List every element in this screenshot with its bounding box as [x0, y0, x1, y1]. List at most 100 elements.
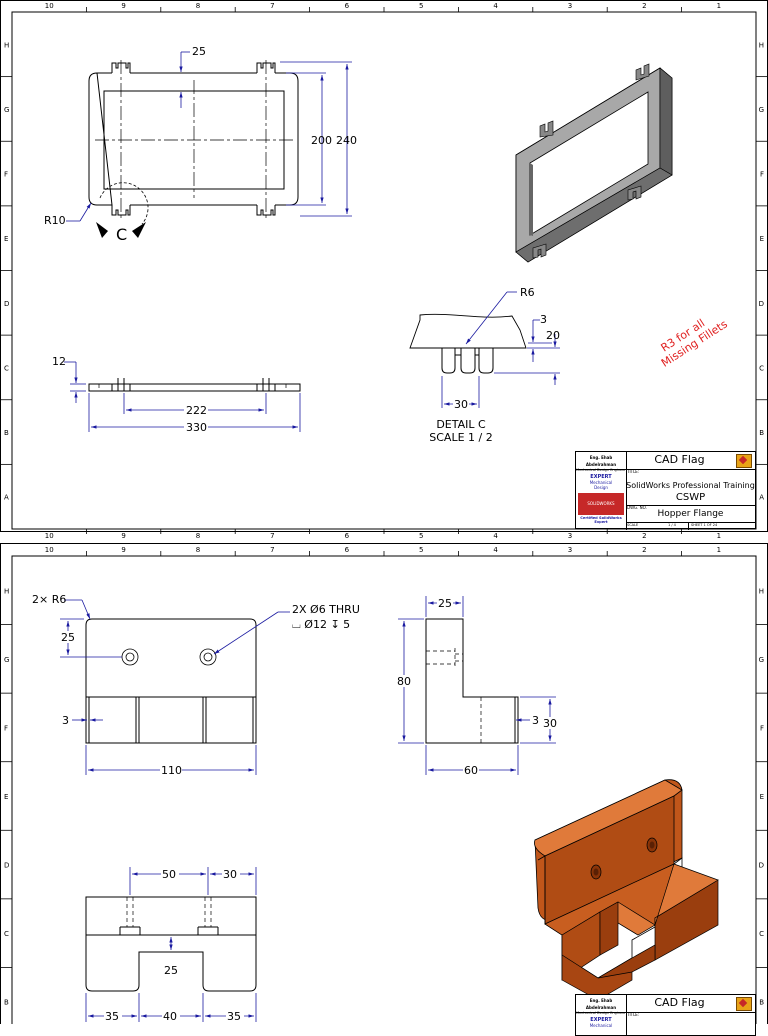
block-front-view: [85, 618, 257, 744]
zone-col-3: 3: [568, 532, 572, 540]
zone-col-7: 7: [270, 2, 274, 10]
zone-row-D: D: [4, 862, 9, 870]
dim-80: 80: [397, 675, 411, 688]
title-block-1: Eng. Ehab Abdelrahman Mechanical Design …: [575, 451, 756, 530]
detail-label: DETAIL C: [436, 418, 486, 431]
hole-callout-1: 2X Ø6 THRU: [292, 603, 360, 616]
cad-flag-icon-2: [736, 997, 752, 1011]
dim-25: 25: [192, 45, 206, 58]
dim-25-bottom: 25: [164, 964, 178, 977]
expert-label-2: EXPERT: [590, 1017, 612, 1023]
dim-50: 50: [162, 868, 176, 881]
dim-r10: R10: [44, 214, 66, 227]
zone-col-9: 9: [121, 532, 125, 540]
zone-row-B: B: [4, 429, 9, 437]
flange-isometric: [515, 63, 673, 263]
zone-row-B: B: [759, 999, 764, 1007]
zone-col-5: 5: [419, 532, 423, 540]
zone-row-H: H: [4, 587, 9, 595]
zone-col-2: 2: [642, 546, 646, 554]
author-name: Eng. Ehab Abdelrahman: [585, 455, 617, 467]
dim-3-front: 3: [62, 714, 69, 727]
zone-col-5: 5: [419, 2, 423, 10]
dim-30-bottom: 30: [223, 868, 237, 881]
expert-label: EXPERT: [590, 474, 612, 480]
zone-row-E: E: [4, 235, 8, 243]
author-role-2: Mechanical Design Engineer: [576, 1011, 626, 1015]
zone-row-D: D: [4, 300, 9, 308]
zone-col-4: 4: [493, 546, 498, 554]
zone-row-H: H: [4, 41, 9, 49]
zone-row-D: D: [759, 300, 764, 308]
zone-row-E: E: [760, 793, 764, 801]
zone-col-2: 2: [642, 532, 646, 540]
cad-flag-title-2: CAD Flag: [654, 996, 705, 1009]
dim-30-side: 30: [543, 717, 557, 730]
cad-flag-icon: [736, 454, 752, 468]
dim-200: 200: [311, 134, 332, 147]
zone-col-7: 7: [270, 546, 274, 554]
zone-row-G: G: [759, 106, 764, 114]
dim-25-front: 25: [61, 631, 75, 644]
detail-scale: SCALE 1 / 2: [429, 431, 492, 444]
zone-row-F: F: [760, 171, 764, 179]
dim-40: 40: [163, 1010, 177, 1023]
zone-row-C: C: [4, 364, 9, 372]
flange-top-view: [88, 60, 299, 225]
zone-col-6: 6: [345, 2, 350, 10]
zone-row-D: D: [759, 862, 764, 870]
course-block: TITLE: SolidWorks Professional Training …: [626, 469, 755, 506]
zone-row-C: C: [759, 930, 764, 938]
dim-detail-r6: R6: [520, 286, 535, 299]
zone-col-5: 5: [419, 546, 423, 554]
cad-flag-title: CAD Flag: [654, 453, 705, 466]
zone-col-3: 3: [568, 546, 572, 554]
zone-col-1: 1: [717, 2, 721, 10]
zone-row-H: H: [759, 587, 764, 595]
zone-col-6: 6: [345, 532, 350, 540]
dim-240: 240: [336, 134, 357, 147]
dim-25-side: 25: [438, 597, 452, 610]
author-name-2: Eng. Ehab Abdelrahman: [585, 998, 617, 1010]
zone-row-A: A: [759, 494, 764, 502]
zone-row-E: E: [760, 235, 764, 243]
expert-sub2: Design: [594, 485, 608, 490]
dim-12: 12: [52, 355, 66, 368]
scale-sheet-row: SCALE 1 / 4 SHEET 1 OF 24: [626, 522, 755, 530]
dim-3-side: 3: [532, 714, 539, 727]
author-role: Mechanical Design Engineer: [576, 468, 626, 472]
zone-col-4: 4: [493, 2, 498, 10]
dim-35-right: 35: [227, 1010, 241, 1023]
dim-222: 222: [186, 404, 207, 417]
detail-c-view: [409, 291, 560, 408]
zone-row-C: C: [4, 930, 9, 938]
zone-row-C: C: [759, 364, 764, 372]
zone-col-8: 8: [196, 546, 200, 554]
dim-detail-30: 30: [454, 398, 468, 411]
zone-col-10: 10: [45, 532, 54, 540]
zone-row-G: G: [759, 656, 764, 664]
zone-row-E: E: [4, 793, 8, 801]
flange-top-dims: [66, 51, 352, 238]
zone-col-6: 6: [345, 546, 350, 554]
part-name-block: DWG. NO. Hopper Flange: [626, 505, 755, 523]
title-label-2: TITLE:: [627, 1012, 640, 1017]
dim-60: 60: [464, 764, 478, 777]
zone-col-10: 10: [45, 2, 54, 10]
zone-row-G: G: [4, 656, 9, 664]
hole-callout-2: ⌴ Ø12 ↧ 5: [292, 618, 350, 631]
dim-35-left: 35: [105, 1010, 119, 1023]
zone-col-7: 7: [270, 532, 274, 540]
block-isometric: [534, 779, 719, 1001]
zone-row-H: H: [759, 41, 764, 49]
zone-col-8: 8: [196, 2, 200, 10]
dim-2x-r6: 2× R6: [32, 593, 66, 606]
detail-letter-c: C: [116, 225, 127, 244]
block-bottom-view: [85, 867, 257, 1022]
zone-col-2: 2: [642, 2, 646, 10]
zone-col-1: 1: [717, 546, 721, 554]
expert-sub1: Mechanical: [589, 480, 613, 485]
